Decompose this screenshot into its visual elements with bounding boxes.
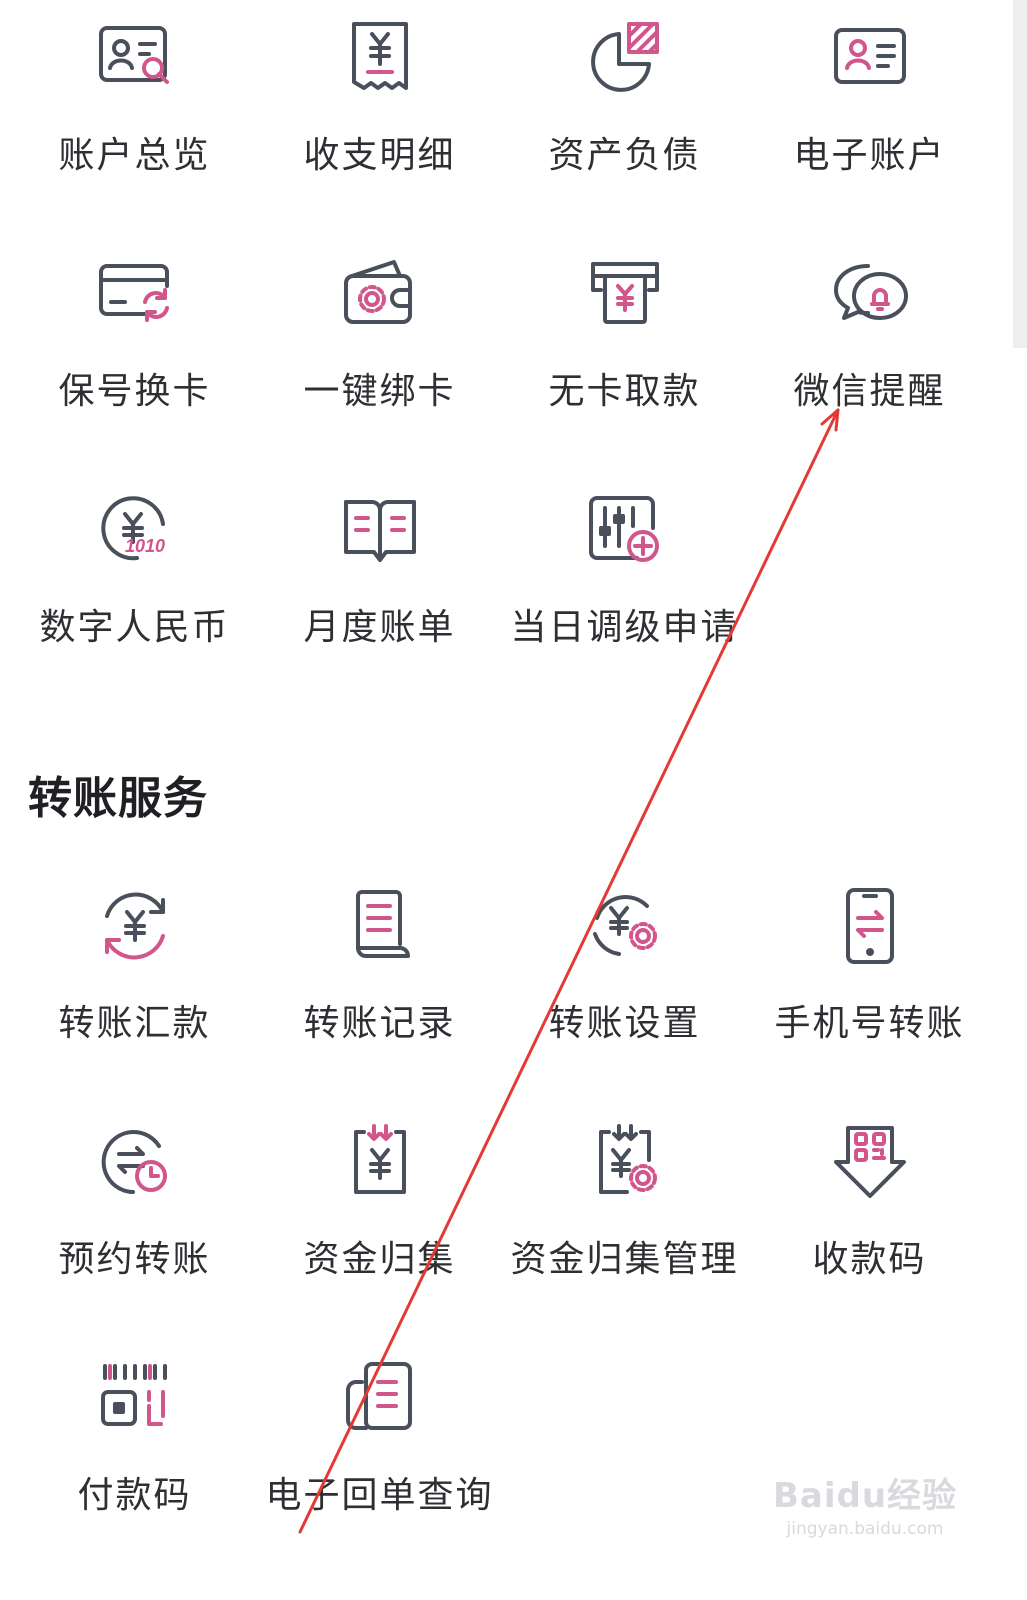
account-overview-icon (93, 16, 177, 100)
wallet-icon (338, 252, 422, 336)
watermark-url: jingyan.baidu.com (786, 1519, 944, 1539)
scrollbar[interactable] (1013, 0, 1027, 348)
one-click-bind-label: 一键绑卡 (303, 371, 456, 412)
transfer-settings-item[interactable]: 转账设置 (502, 876, 747, 1112)
wechat-reminder-item[interactable]: 微信提醒 (747, 244, 992, 480)
payment-code-item[interactable]: 付款码 (12, 1348, 257, 1584)
receive-qr-label: 收款码 (812, 1239, 927, 1280)
phone-transfer-label: 手机号转账 (774, 1003, 965, 1044)
transfer-record-icon (338, 884, 422, 968)
transfer-settings-icon (583, 884, 667, 968)
e-account-label: 电子账户 (793, 135, 946, 176)
phone-transfer-item[interactable]: 手机号转账 (747, 876, 992, 1112)
fund-collection-settings-label: 资金归集管理 (510, 1239, 739, 1280)
e-receipt-icon (338, 1356, 422, 1440)
digital-rmb-item[interactable]: 1010 数字人民币 (12, 480, 257, 716)
keep-number-card-item[interactable]: 保号换卡 (12, 244, 257, 480)
one-click-bind-item[interactable]: 一键绑卡 (257, 244, 502, 480)
income-expense-label: 收支明细 (303, 135, 456, 176)
e-receipt-label: 电子回单查询 (265, 1475, 494, 1516)
payment-code-label: 付款码 (77, 1475, 192, 1516)
card-swap-icon (93, 252, 177, 336)
assets-liabilities-label: 资产负债 (548, 135, 701, 176)
transfer-settings-label: 转账设置 (548, 1003, 701, 1044)
atm-icon (583, 252, 667, 336)
monthly-bill-label: 月度账单 (303, 607, 456, 648)
transfer-record-item[interactable]: 转账记录 (257, 876, 502, 1112)
cardless-withdraw-label: 无卡取款 (548, 371, 701, 412)
phone-transfer-icon (828, 884, 912, 968)
receipt-icon (338, 16, 422, 100)
receive-qr-icon (828, 1120, 912, 1204)
monthly-bill-item[interactable]: 月度账单 (257, 480, 502, 716)
level-adjust-item[interactable]: 当日调级申请 (502, 480, 747, 716)
fund-collection-settings-item[interactable]: 资金归集管理 (502, 1112, 747, 1348)
account-overview-label: 账户总览 (58, 135, 211, 176)
scheduled-transfer-label: 预约转账 (58, 1239, 211, 1280)
transfer-remit-label: 转账汇款 (58, 1003, 211, 1044)
digital-rmb-label: 数字人民币 (39, 607, 230, 648)
wechat-reminder-label: 微信提醒 (793, 371, 946, 412)
transfer-record-label: 转账记录 (303, 1003, 456, 1044)
transfer-remit-item[interactable]: 转账汇款 (12, 876, 257, 1112)
transfer-icon (93, 884, 177, 968)
cardless-withdraw-item[interactable]: 无卡取款 (502, 244, 747, 480)
receive-qr-item[interactable]: 收款码 (747, 1112, 992, 1348)
baidu-watermark: Baidu经验 jingyan.baidu.com (770, 1468, 960, 1548)
scheduled-transfer-icon (93, 1120, 177, 1204)
account-services-grid: 账户总览 收支明细 资产负债 (12, 8, 992, 716)
transfer-section-title: 转账服务 (28, 773, 208, 824)
scheduled-transfer-item[interactable]: 预约转账 (12, 1112, 257, 1348)
level-adjust-label: 当日调级申请 (510, 607, 739, 648)
fund-collection-label: 资金归集 (303, 1239, 456, 1280)
svg-text:1010: 1010 (125, 536, 165, 556)
account-overview-item[interactable]: 账户总览 (12, 8, 257, 244)
watermark-brand: Baidu经验 (772, 1476, 958, 1516)
digital-rmb-icon: 1010 (93, 488, 177, 572)
payment-code-icon (93, 1356, 177, 1440)
e-account-item[interactable]: 电子账户 (747, 8, 992, 244)
income-expense-item[interactable]: 收支明细 (257, 8, 502, 244)
fund-collection-item[interactable]: 资金归集 (257, 1112, 502, 1348)
id-card-icon (828, 16, 912, 100)
e-receipt-item[interactable]: 电子回单查询 (257, 1348, 502, 1584)
fund-collection-settings-icon (583, 1120, 667, 1204)
level-adjust-icon (583, 488, 667, 572)
keep-number-card-label: 保号换卡 (58, 371, 211, 412)
pie-chart-icon (583, 16, 667, 100)
fund-collection-icon (338, 1120, 422, 1204)
assets-liabilities-item[interactable]: 资产负债 (502, 8, 747, 244)
wechat-reminder-icon (828, 252, 912, 336)
book-icon (338, 488, 422, 572)
